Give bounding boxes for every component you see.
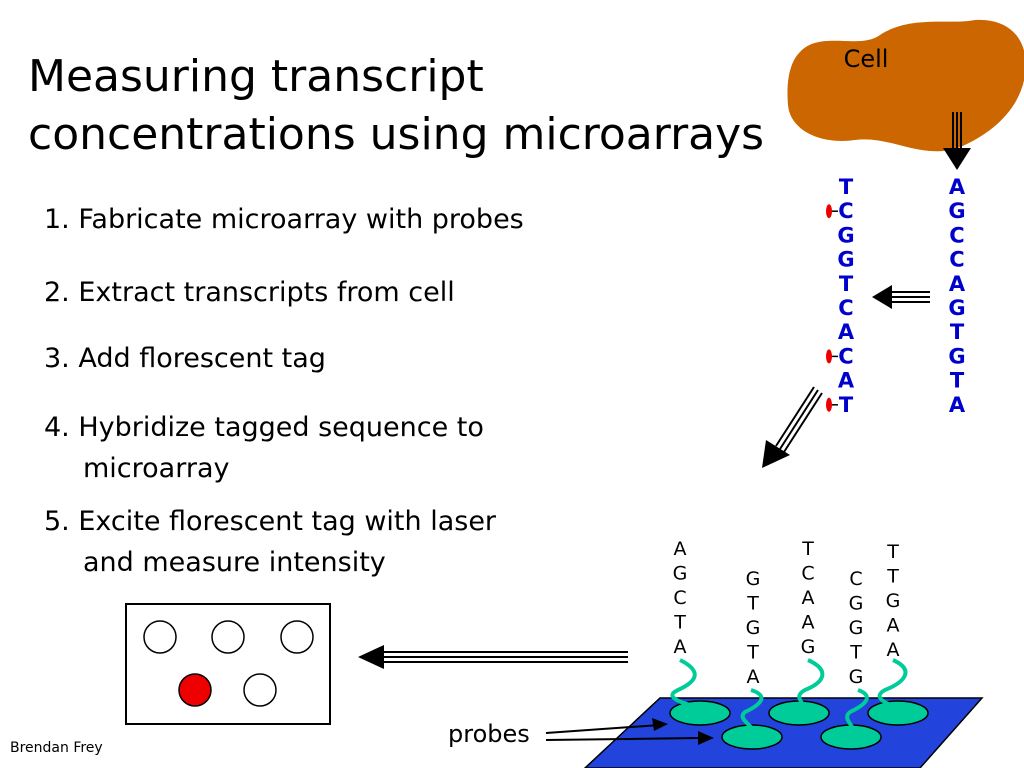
probe-letter: A [802, 612, 815, 634]
tagged-letter: C [838, 344, 853, 368]
slide-title: Measuring transcript concentrations usin… [28, 48, 788, 164]
fluorescent-tags [826, 204, 838, 412]
readout-arrow [358, 645, 628, 669]
probe-letter: A [887, 639, 900, 661]
step-1: 1. Fabricate microarray with probes [44, 204, 524, 235]
fluorescent-tag [826, 349, 832, 364]
fluorescent-tag [826, 397, 832, 412]
probe-letter: G [801, 636, 816, 658]
probe-spot [867, 700, 929, 726]
transcript-letter: A [949, 175, 966, 199]
probe-letter: T [849, 642, 862, 664]
probe-letter: T [673, 612, 686, 634]
probe-strand [740, 688, 764, 737]
probe-spots [669, 700, 929, 750]
transcript-letter: G [948, 344, 965, 368]
readout-spot [243, 673, 277, 707]
probe-letter: G [673, 563, 688, 585]
probe-spot [721, 724, 783, 750]
tagged-letter: T [839, 272, 854, 296]
probe-letter: G [849, 666, 864, 688]
cell-label: Cell [844, 45, 889, 73]
transcript-letter: T [950, 369, 965, 393]
tagged-letter: A [838, 320, 855, 344]
probe-letter: C [801, 563, 814, 585]
tagged-letter: T [839, 175, 854, 199]
tagged-letter: G [837, 223, 854, 247]
cell-shape [787, 19, 1024, 152]
tagged-letter: T [839, 393, 854, 417]
probes-pointer-arrows [545, 718, 714, 745]
probe-strands [670, 658, 908, 737]
tag-arrow [872, 285, 930, 309]
probe-letter: G [849, 617, 864, 639]
transcript-letter: G [948, 296, 965, 320]
probe-spot [669, 700, 731, 726]
tagged-letter: G [837, 248, 854, 272]
readout-spot-lit [178, 673, 212, 707]
transcript-letter: A [949, 272, 966, 296]
tagged-letter: C [838, 296, 853, 320]
readout-spots [143, 620, 314, 707]
probe-spot [768, 700, 830, 726]
fluorescent-tag [826, 204, 832, 219]
probe-letter: C [849, 568, 862, 590]
readout-spot [211, 620, 245, 654]
probe-letter: A [887, 615, 900, 637]
probe-letter: T [746, 642, 759, 664]
probe-letter: C [673, 587, 686, 609]
transcript-letter: C [949, 223, 964, 247]
probes-label: probes [448, 720, 530, 748]
title-line-1: Measuring transcript [28, 51, 484, 102]
transcript-letter: C [949, 248, 964, 272]
probe-letter: A [802, 587, 815, 609]
probe-letter: T [746, 593, 759, 615]
readout-spot [143, 620, 177, 654]
hybridize-arrow [762, 386, 823, 468]
step-5: 5. Excite florescent tag with laser [44, 506, 497, 537]
probe-strand [877, 658, 908, 710]
author-credit: Brendan Frey [10, 740, 103, 756]
step-4-continuation: microarray [83, 453, 230, 484]
extract-arrow [943, 112, 971, 170]
probe-letter: G [746, 617, 761, 639]
tagged-letter: A [838, 369, 855, 393]
probe-letter: A [674, 636, 687, 658]
probe-letter: T [886, 566, 899, 588]
probe-letter: G [886, 590, 901, 612]
transcript-letter: T [950, 320, 965, 344]
step-3: 3. Add florescent tag [44, 343, 326, 374]
tagged-letter: C [838, 199, 853, 223]
probe-letter: A [747, 666, 760, 688]
title-line-2: concentrations using microarrays [28, 109, 765, 160]
transcript-letter: G [948, 199, 965, 223]
probe-letter: T [801, 538, 814, 560]
step-4: 4. Hybridize tagged sequence to [44, 412, 484, 443]
probe-letter: A [674, 538, 687, 560]
probe-letter: G [849, 593, 864, 615]
readout-spot [280, 620, 314, 654]
probe-strand [797, 658, 825, 710]
probe-strand [845, 688, 869, 737]
probe-letter: G [746, 568, 761, 590]
transcript-letter: A [949, 393, 966, 417]
step-5-continuation: and measure intensity [83, 547, 386, 578]
probe-letter: T [886, 541, 899, 563]
probe-strand [670, 658, 701, 710]
step-2: 2. Extract transcripts from cell [44, 277, 455, 308]
